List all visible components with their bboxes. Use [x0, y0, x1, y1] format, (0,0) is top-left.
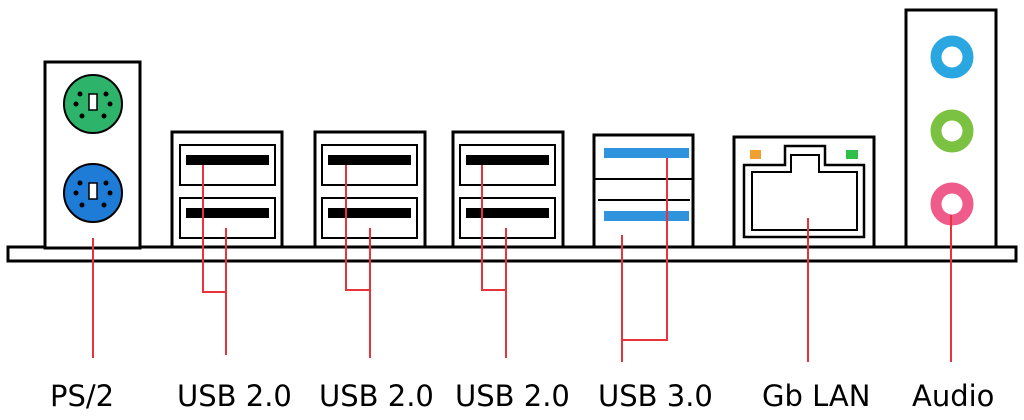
audio-line-in-jack	[930, 35, 974, 79]
label-ps2: PS/2	[50, 379, 115, 413]
label-usb2-b: USB 2.0	[319, 379, 434, 413]
ethernet-port-icon	[732, 135, 876, 249]
io-shield-baseplate	[6, 245, 1018, 263]
leader-line-usb3	[621, 158, 668, 341]
label-audio: Audio	[912, 379, 995, 413]
usb2-port-icon	[313, 130, 427, 249]
label-lan: Gb LAN	[762, 379, 871, 413]
leader-line-usb2-a	[202, 165, 227, 293]
label-usb3: USB 3.0	[598, 379, 713, 413]
leader-lines	[92, 158, 952, 362]
usb2-port-icon	[170, 130, 284, 249]
label-usb2-c: USB 2.0	[455, 379, 570, 413]
leader-line-usb2-c	[481, 165, 507, 291]
audio-line-out-jack	[930, 109, 974, 153]
label-usb2-a: USB 2.0	[177, 379, 292, 413]
audio-jack-icon	[904, 8, 998, 249]
ps2-port-icon	[43, 60, 142, 250]
usb3-port-icon	[592, 133, 695, 249]
leader-line-usb2-b	[345, 165, 371, 291]
usb2-port-icon	[451, 130, 565, 249]
